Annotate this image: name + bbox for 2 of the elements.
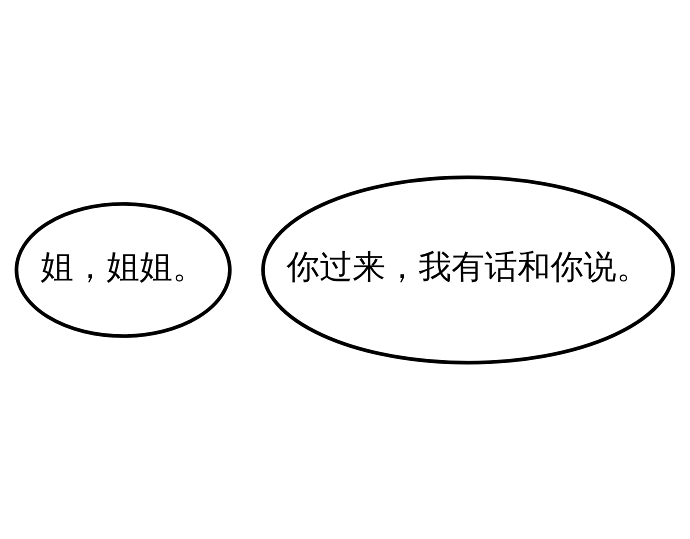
node-ellipse: 姐，姐姐。 — [14, 202, 232, 338]
node-ellipse: 你过来，我有话和你说。 — [261, 175, 676, 364]
